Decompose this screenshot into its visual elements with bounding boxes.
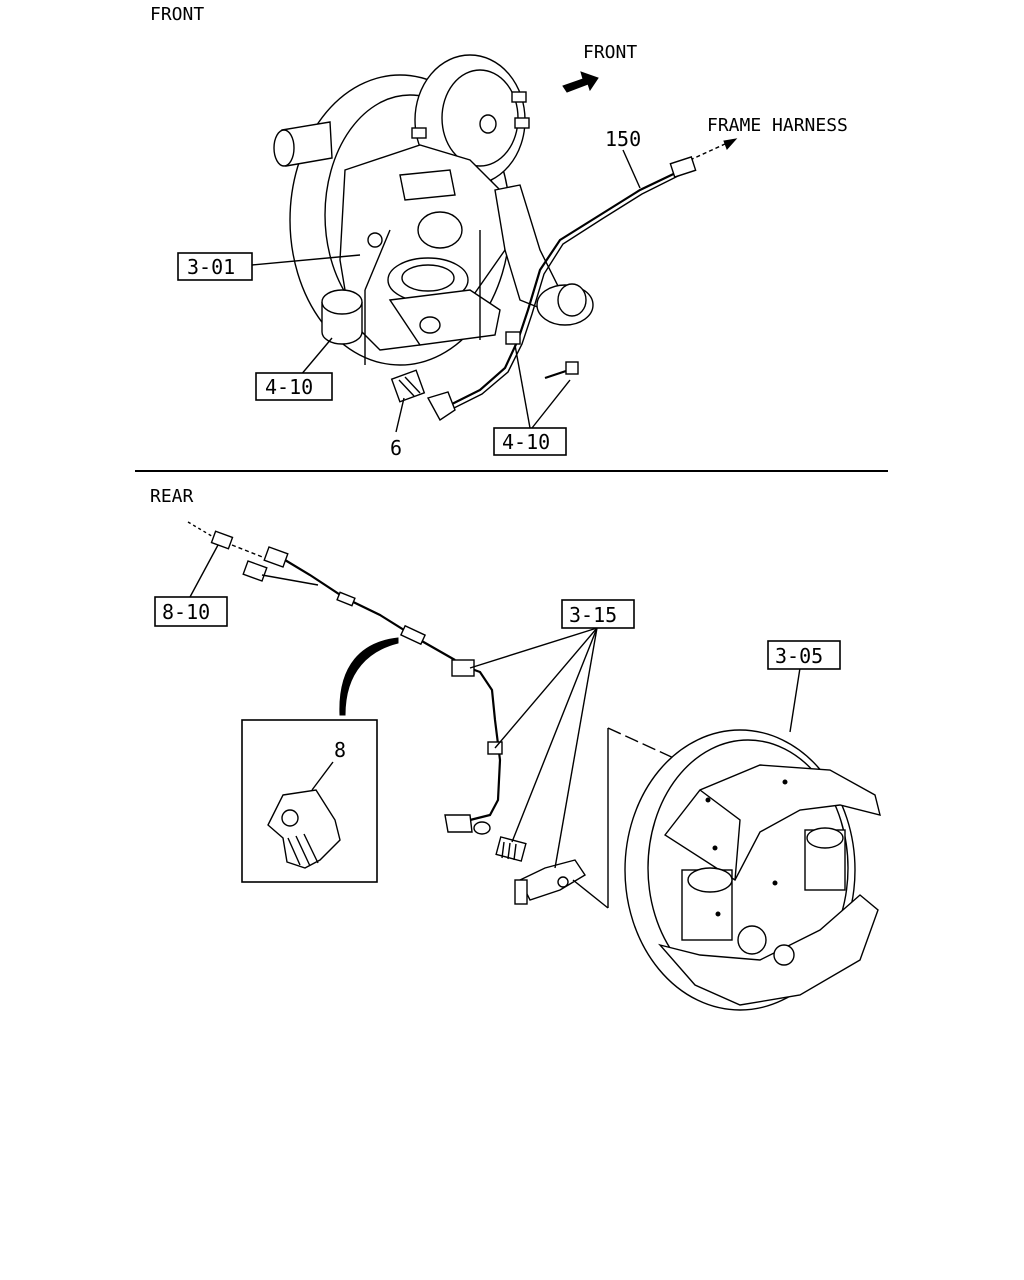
front-bushing: [321, 289, 363, 345]
front-direction-label: FRONT: [583, 42, 637, 63]
knuckle-ref-text: 3-01: [187, 255, 235, 279]
sensor-part-number: 6: [390, 436, 402, 460]
rear-leader-lines: [189, 544, 801, 869]
bolt-ref-text: 4-10: [502, 430, 550, 454]
connector-ref-text: 8-10: [162, 600, 210, 624]
front-direction-arrow-icon: [562, 71, 599, 93]
knuckle-ref-callout[interactable]: 3-01: [177, 252, 253, 281]
frame-harness-arrow-icon: [689, 138, 738, 161]
frame-harness-label: FRAME HARNESS: [707, 115, 848, 136]
front-mounting-bolt: [544, 361, 579, 380]
rear-section-heading: REAR: [150, 486, 194, 507]
clip-detail-number: 8: [334, 738, 346, 762]
clip-ref-callout[interactable]: 3-15: [561, 599, 635, 629]
clip-detail-inset: [241, 719, 378, 883]
bushing-ref-callout[interactable]: 4-10: [255, 372, 333, 401]
inset-pointer-arrow-icon: [339, 637, 399, 716]
brake-ref-callout[interactable]: 3-05: [767, 640, 841, 670]
harness-part-number: 150: [605, 127, 641, 151]
bushing-ref-text: 4-10: [265, 375, 313, 399]
front-section-heading: FRONT: [150, 4, 204, 25]
bolt-ref-callout[interactable]: 4-10: [493, 427, 567, 456]
connector-ref-callout[interactable]: 8-10: [154, 596, 228, 627]
brake-ref-text: 3-05: [775, 644, 823, 668]
rear-sensor-bracket: [514, 859, 586, 905]
front-speed-sensor: [390, 369, 426, 403]
clip-ref-text: 3-15: [569, 603, 617, 627]
front-sensor-harness: [426, 156, 697, 422]
rear-sensor-harness: [187, 521, 503, 835]
front-leader-lines: [251, 149, 641, 433]
rear-speed-sensor: [495, 836, 527, 862]
rear-brake-assembly: [624, 729, 881, 1011]
